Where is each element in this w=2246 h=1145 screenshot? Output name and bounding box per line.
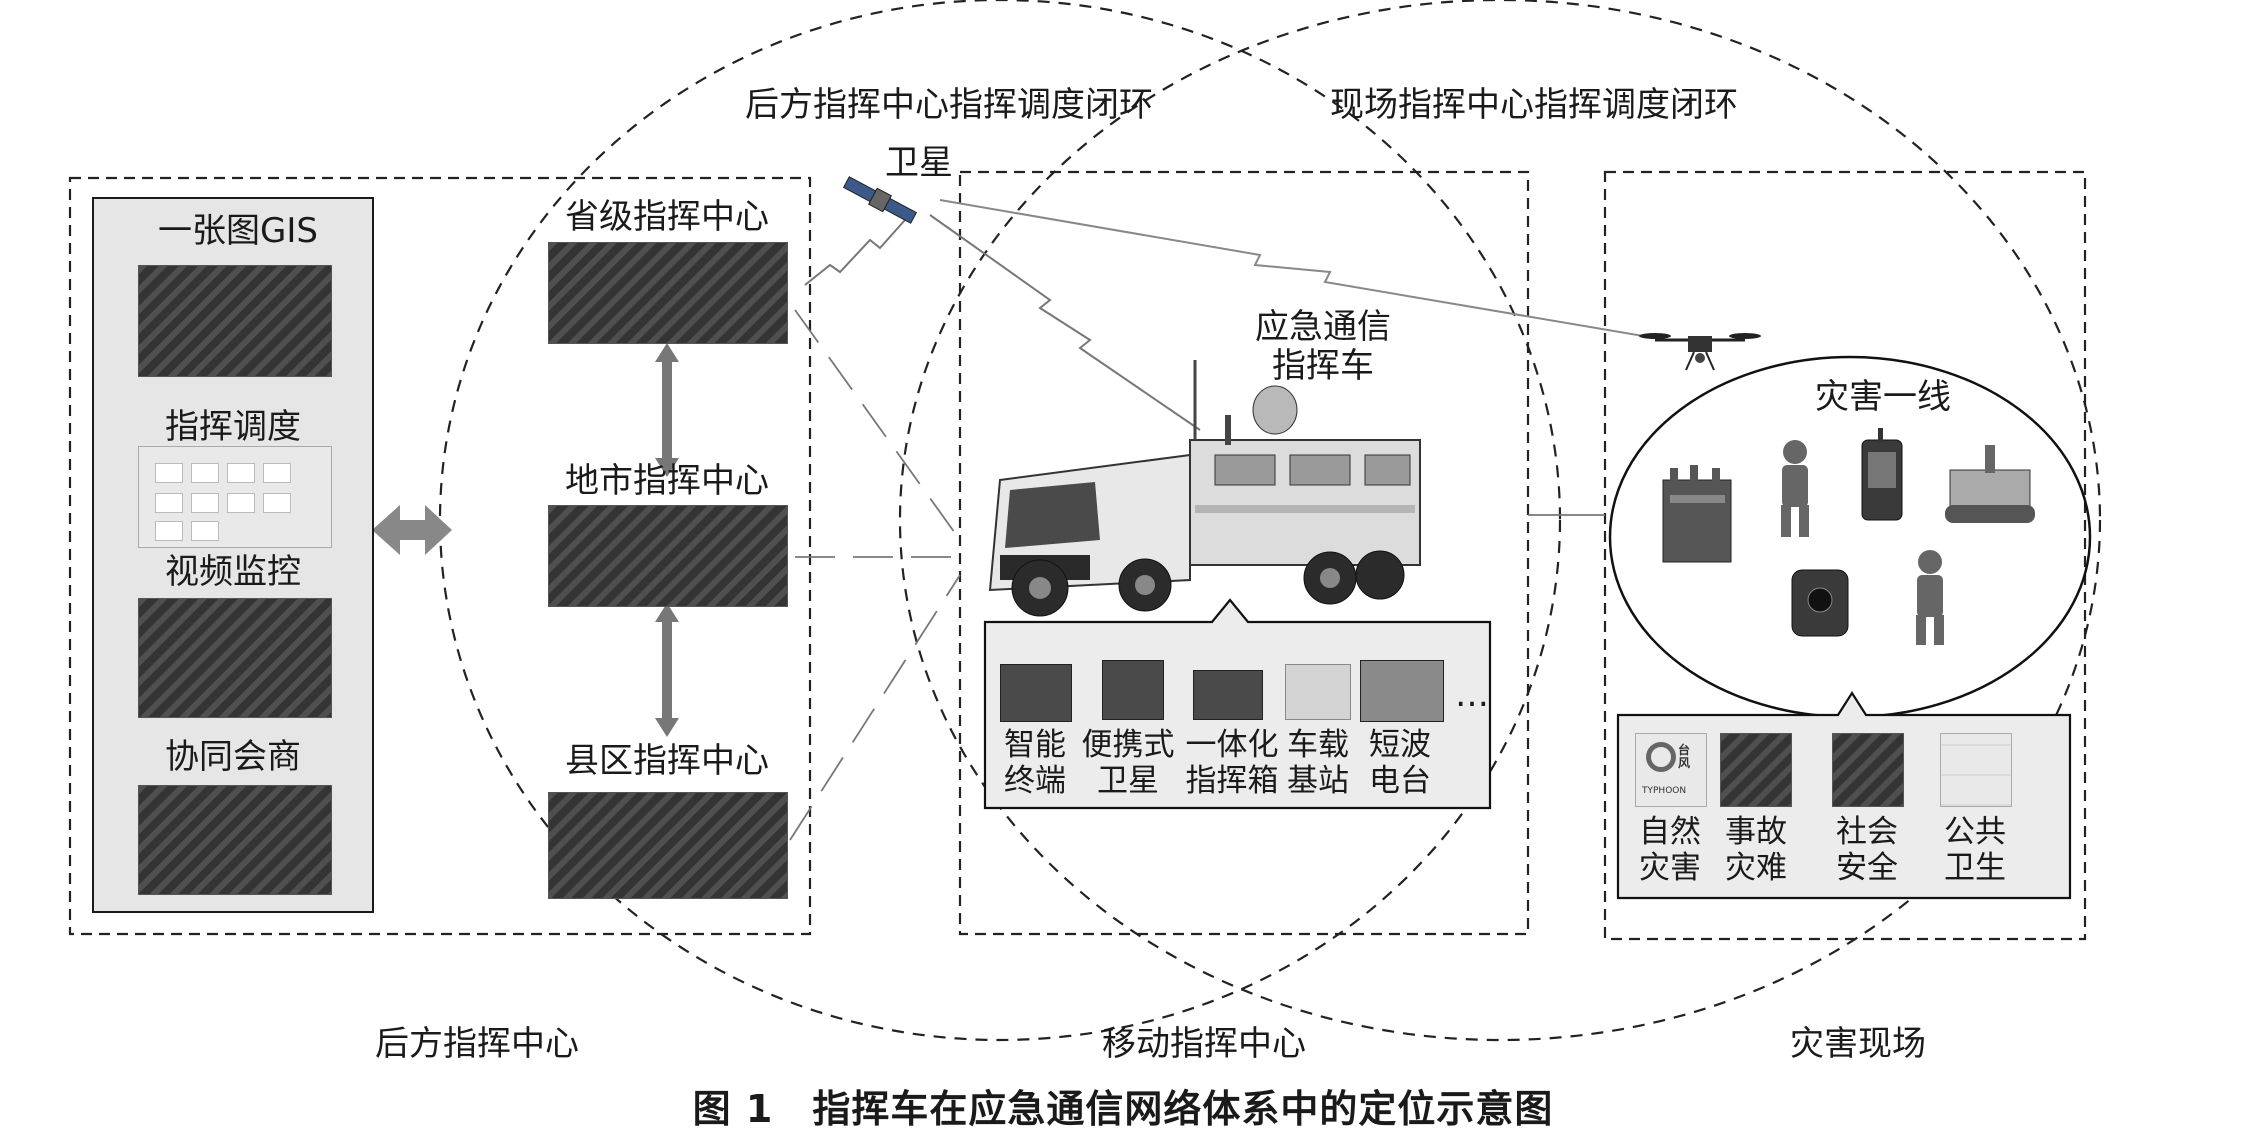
command-vehicle-icon: [988, 360, 1421, 617]
rear-center-box: [68, 176, 812, 936]
equipment-label-1-line1: 便携式: [1081, 727, 1175, 763]
province-center-label: 省级指挥中心: [565, 197, 769, 237]
region-label-site: 灾害现场: [1790, 1024, 1926, 1064]
disaster-label-0-line1: 自然: [1639, 814, 1701, 850]
typhoon-badge-cn: 台风: [1678, 743, 1691, 770]
disaster-site-box: [1603, 170, 2087, 941]
typhoon-badge-en: TYPHOON: [1642, 786, 1687, 796]
arrow-panel-hierarchy: [372, 505, 452, 555]
equipment-label-1-line2: 卫星: [1097, 762, 1159, 799]
public-health-image: [1940, 733, 2012, 807]
arrow-province-city: [655, 343, 679, 477]
county-center-label: 县区指挥中心: [565, 741, 769, 781]
disaster-label-3: 公共 卫生: [1937, 814, 2013, 886]
disaster-label-0-line2: 灾害: [1639, 849, 1701, 886]
disaster-label-1-line2: 灾难: [1725, 849, 1787, 886]
satellite-icon: [842, 176, 918, 224]
panel-item-video-label: 视频监控: [165, 552, 301, 592]
equipment-label-2-line1: 一体化: [1185, 727, 1279, 763]
natural-disaster-image: 台风 TYPHOON: [1635, 733, 1707, 807]
vehicle-label: 应急通信 指挥车: [1255, 307, 1391, 387]
panel-item-dispatch-label: 指挥调度: [165, 407, 301, 447]
disaster-label-3-line1: 公共: [1944, 814, 2006, 850]
city-center-image: [548, 505, 788, 607]
link-county-vehicle: [789, 574, 961, 841]
county-center-image: [548, 792, 788, 899]
disaster-label-1-line1: 事故: [1725, 814, 1787, 850]
vehicle-base-station-image: [1285, 664, 1351, 720]
panel-item-conference-label: 协同会商: [165, 737, 301, 777]
conference-image: [138, 785, 332, 895]
typhoon-icon: [1646, 742, 1676, 772]
equipment-label-0: 智能 终端: [1000, 727, 1070, 799]
province-center-image: [548, 242, 788, 344]
soldier-icon: [1781, 440, 1809, 537]
rear-loop-title: 后方指挥中心指挥调度闭环: [745, 85, 1153, 125]
figure-caption: 图 1 指挥车在应急通信网络体系中的定位示意图: [692, 1087, 1554, 1131]
satellite-link-vehicle: [929, 214, 1201, 431]
robot-icon: [1945, 445, 2035, 523]
equipment-label-3: 车载 基站: [1283, 727, 1353, 799]
drone-icon: [1639, 333, 1761, 371]
arrow-city-county: [655, 603, 679, 737]
equipment-label-4-line1: 短波: [1369, 727, 1431, 763]
jammer-device-icon: [1662, 465, 1732, 563]
field-loop-ellipse: [899, 0, 2101, 1041]
command-box-image: [1193, 670, 1263, 720]
satellite-label: 卫星: [885, 143, 953, 183]
soldier-icon-2: [1916, 550, 1944, 645]
mobile-center-box: [958, 170, 1530, 936]
social-security-image: [1832, 733, 1904, 807]
video-monitor-image: [138, 598, 332, 718]
equipment-label-3-line1: 车载: [1287, 727, 1349, 763]
disaster-label-2-line2: 安全: [1836, 849, 1898, 886]
equipment-label-2-line2: 指挥箱: [1185, 762, 1279, 799]
rear-loop-ellipse: [439, 0, 1561, 1041]
disaster-label-2: 社会 安全: [1829, 814, 1905, 886]
ptz-camera-icon: [1791, 569, 1849, 637]
disaster-label-1: 事故 灾难: [1718, 814, 1794, 886]
frontline-label: 灾害一线: [1815, 377, 1951, 417]
equipment-label-2: 一体化 指挥箱: [1182, 727, 1282, 799]
equipment-label-4-line2: 电台: [1369, 762, 1431, 799]
region-label-mobile: 移动指挥中心: [1102, 1024, 1306, 1064]
link-province-vehicle: [794, 309, 961, 541]
panel-item-gis-label: 一张图GIS: [158, 211, 318, 251]
equipment-label-0-line1: 智能: [1004, 727, 1066, 763]
portable-satellite-image: [1102, 660, 1164, 720]
satellite-link-drone: [939, 199, 1656, 339]
shortwave-radio-image: [1360, 660, 1444, 722]
accident-image: [1720, 733, 1792, 807]
smart-terminal-image: [1000, 664, 1072, 722]
typhoon-badge: 台风 TYPHOON: [1640, 738, 1702, 802]
equipment-label-3-line2: 基站: [1287, 762, 1349, 799]
radio-terminal-icon: [1861, 428, 1903, 521]
field-loop-title: 现场指挥中心指挥调度闭环: [1330, 85, 1738, 125]
disaster-label-0: 自然 灾害: [1632, 814, 1708, 886]
equipment-label-1: 便携式 卫星: [1078, 727, 1178, 799]
disaster-label-2-line1: 社会: [1836, 814, 1898, 850]
satellite-link-province: [804, 219, 906, 286]
gis-map-image: [138, 265, 332, 377]
disaster-label-3-line2: 卫生: [1944, 849, 2006, 886]
equipment-label-0-line2: 终端: [1004, 762, 1066, 799]
vehicle-label-line2: 指挥车: [1272, 346, 1374, 387]
equipment-more: …: [1455, 675, 1489, 715]
city-center-label: 地市指挥中心: [565, 461, 769, 501]
vehicle-label-line1: 应急通信: [1255, 307, 1391, 347]
equipment-label-4: 短波 电台: [1365, 727, 1435, 799]
dispatch-screen-image: [138, 446, 332, 548]
region-label-rear: 后方指挥中心: [375, 1024, 579, 1064]
